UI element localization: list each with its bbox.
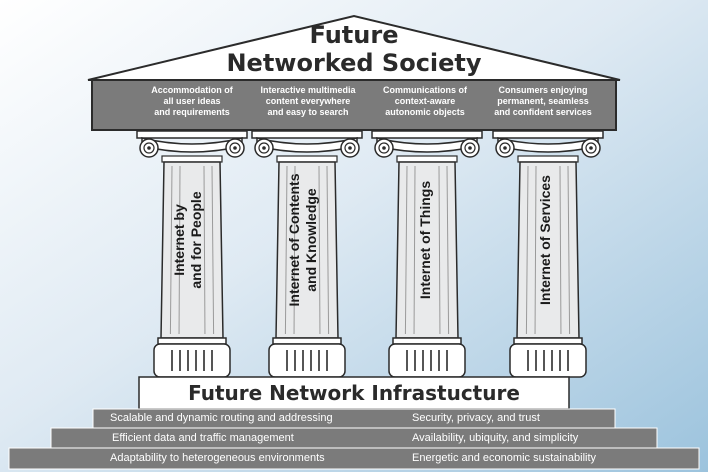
capital-volute-inner-1-1: [143, 142, 155, 154]
column-flute-1-1: [169, 165, 173, 335]
pillar-text-2: Internet of Contents and Knowledge: [286, 173, 319, 307]
pillar-text-3: Internet of Things: [417, 180, 433, 300]
capital-abacus-3: [371, 130, 483, 139]
capital-volute-inner-2-2: [344, 142, 356, 154]
pillar-graphics: [136, 130, 604, 378]
capital-volute-eye-4-2: [589, 146, 593, 150]
column-flute-3-4: [446, 165, 450, 335]
column-flute-3-1: [404, 165, 408, 335]
column-flute-1-3: [203, 165, 206, 335]
frieze-text-4: Consumers enjoying permanent, seamless a…: [494, 85, 592, 117]
step-2-left-text: Efficient data and traffic management: [112, 432, 294, 444]
frieze-text-1: Accommodation of all user ideas and requ…: [151, 85, 233, 117]
step-3-left-text: Adaptability to heterogeneous environmen…: [110, 452, 325, 464]
frieze-band: [91, 79, 617, 131]
column-base-rim-3: [392, 337, 462, 345]
column-flute-2-1: [284, 165, 288, 335]
pillar-text-1: Internet by and for People: [171, 191, 204, 289]
step-2-right-text: Availability, ubiquity, and simplicity: [412, 432, 579, 444]
pillar-text-4: Internet of Services: [537, 175, 553, 305]
capital-abacus-1: [136, 130, 248, 139]
frieze-text-2: Interactive multimedia content everywher…: [260, 85, 356, 117]
step-1-right-text: Security, privacy, and trust: [412, 412, 540, 424]
column-flute-1-2: [178, 165, 181, 335]
column-base-1: [153, 343, 231, 378]
column-base-2: [268, 343, 346, 378]
capital-volute-inner-4-2: [585, 142, 597, 154]
capital-volute-inner-2-1: [258, 142, 270, 154]
frieze-text-3: Communications of context-aware autonomi…: [382, 85, 467, 117]
capital-volute-inner-3-1: [378, 142, 390, 154]
column-flute-2-2: [293, 165, 296, 335]
step-1-left-text: Scalable and dynamic routing and address…: [110, 412, 333, 424]
column-flute-4-1: [525, 165, 529, 335]
column-base-rim-2: [272, 337, 342, 345]
infrastructure-block: [138, 376, 570, 410]
column-flute-3-2: [413, 165, 416, 335]
capital-volute-eye-3-2: [468, 146, 472, 150]
column-flute-4-3: [559, 165, 562, 335]
column-flute-3-3: [438, 165, 441, 335]
capital-abacus-2: [251, 130, 363, 139]
capital-volute-eye-1-2: [233, 146, 237, 150]
capital-volute-eye-2-1: [262, 146, 266, 150]
capital-volute-eye-2-2: [348, 146, 352, 150]
step-3-right-text: Energetic and economic sustainability: [412, 452, 597, 464]
capital-volute-eye-4-1: [503, 146, 507, 150]
capital-volute-eye-1-1: [147, 146, 151, 150]
capital-volute-eye-3-1: [382, 146, 386, 150]
roof-title-line-1: Future: [309, 21, 399, 49]
infrastructure-title: Future Network Infrastucture: [188, 381, 520, 405]
capital-volute-inner-3-2: [464, 142, 476, 154]
capital-volute-inner-4-1: [499, 142, 511, 154]
step-3: [8, 447, 700, 470]
roof-title-line-2: Networked Society: [226, 49, 482, 77]
capital-abacus-4: [492, 130, 604, 139]
column-base-4: [509, 343, 587, 378]
column-base-rim-1: [157, 337, 227, 345]
column-flute-4-4: [567, 165, 571, 335]
column-flute-2-4: [326, 165, 330, 335]
capital-volute-inner-1-2: [229, 142, 241, 154]
column-flute-1-4: [211, 165, 215, 335]
column-flute-2-3: [318, 165, 321, 335]
column-base-rim-4: [513, 337, 583, 345]
column-flute-4-2: [534, 165, 537, 335]
column-base-3: [388, 343, 466, 378]
